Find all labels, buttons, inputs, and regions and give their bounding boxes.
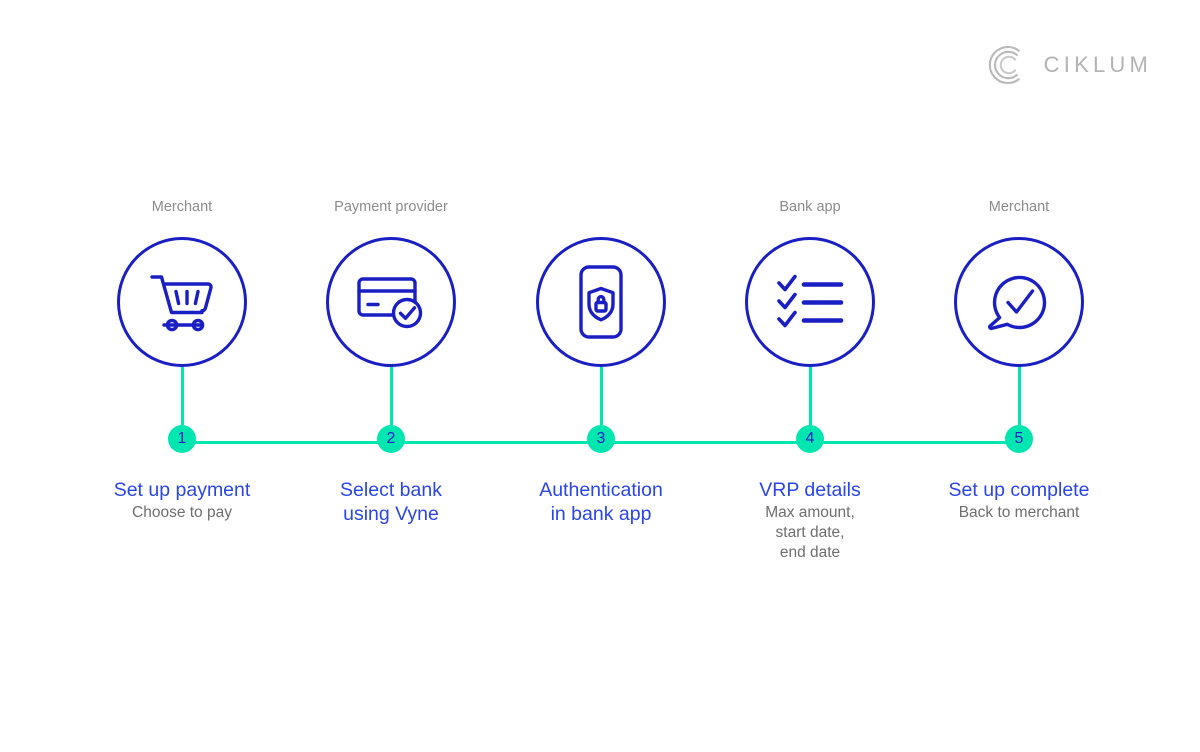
credit-card-check-icon [357,277,423,329]
checklist-icon [777,274,844,328]
flow-step-5: Merchant 5 Set up complete Back to merch… [904,196,1134,523]
brand-logo: CIKLUM [986,44,1152,86]
step-captions-1: Set up payment Choose to pay [67,478,297,523]
flow-step-2: Payment provider 2 Select bank using Vyn… [276,196,506,526]
flow-step-3: 3 Authentication in bank app [486,196,716,526]
step-stem-4 [808,367,812,425]
step-node-1[interactable]: 1 [168,425,196,453]
flow-step-1: Merchant 1 Set up payment Choose to pay [67,196,297,523]
step-role-label-2: Payment provider [334,199,448,215]
flow-step-4: Bank app 4 VRP details Max amount, start… [695,196,925,563]
step-icon-badge-5 [954,237,1084,367]
step-stem-2 [389,367,393,425]
step-title-4: VRP details [759,479,861,501]
shopping-cart-icon [150,275,213,332]
step-captions-5: Set up complete Back to merchant [904,478,1134,523]
step-icon-badge-1 [117,237,247,367]
step-stem-3 [599,367,603,425]
speech-bubble-check-icon [988,275,1047,331]
step-icon-badge-2 [326,237,456,367]
step-title-2: Select bank using Vyne [340,479,442,525]
step-subtitle-1: Choose to pay [132,504,232,521]
step-role-label-5: Merchant [988,199,1050,215]
step-captions-3: Authentication in bank app [486,478,716,526]
step-title-3: Authentication in bank app [539,479,663,525]
step-node-3[interactable]: 3 [587,425,615,453]
step-node-2[interactable]: 2 [377,425,405,453]
step-role-label-4: Bank app [779,199,841,215]
step-stem-5 [1017,367,1021,425]
step-icon-badge-3 [536,237,666,367]
ciklum-c-arcs-logo [988,45,1020,85]
step-icon-badge-4 [745,237,875,367]
phone-shield-lock-icon [579,265,623,339]
step-role-label-1: Merchant [151,199,213,215]
step-captions-2: Select bank using Vyne [276,478,506,526]
brand-name: CIKLUM [1043,52,1152,77]
step-stem-1 [180,367,184,425]
step-captions-4: VRP details Max amount, start date, end … [695,478,925,563]
step-subtitle-5: Back to merchant [958,504,1080,521]
step-node-5[interactable]: 5 [1005,425,1033,453]
step-subtitle-4: Max amount, start date, end date [765,504,855,561]
step-title-1: Set up payment [113,479,251,501]
step-node-4[interactable]: 4 [796,425,824,453]
step-title-5: Set up complete [948,479,1090,501]
